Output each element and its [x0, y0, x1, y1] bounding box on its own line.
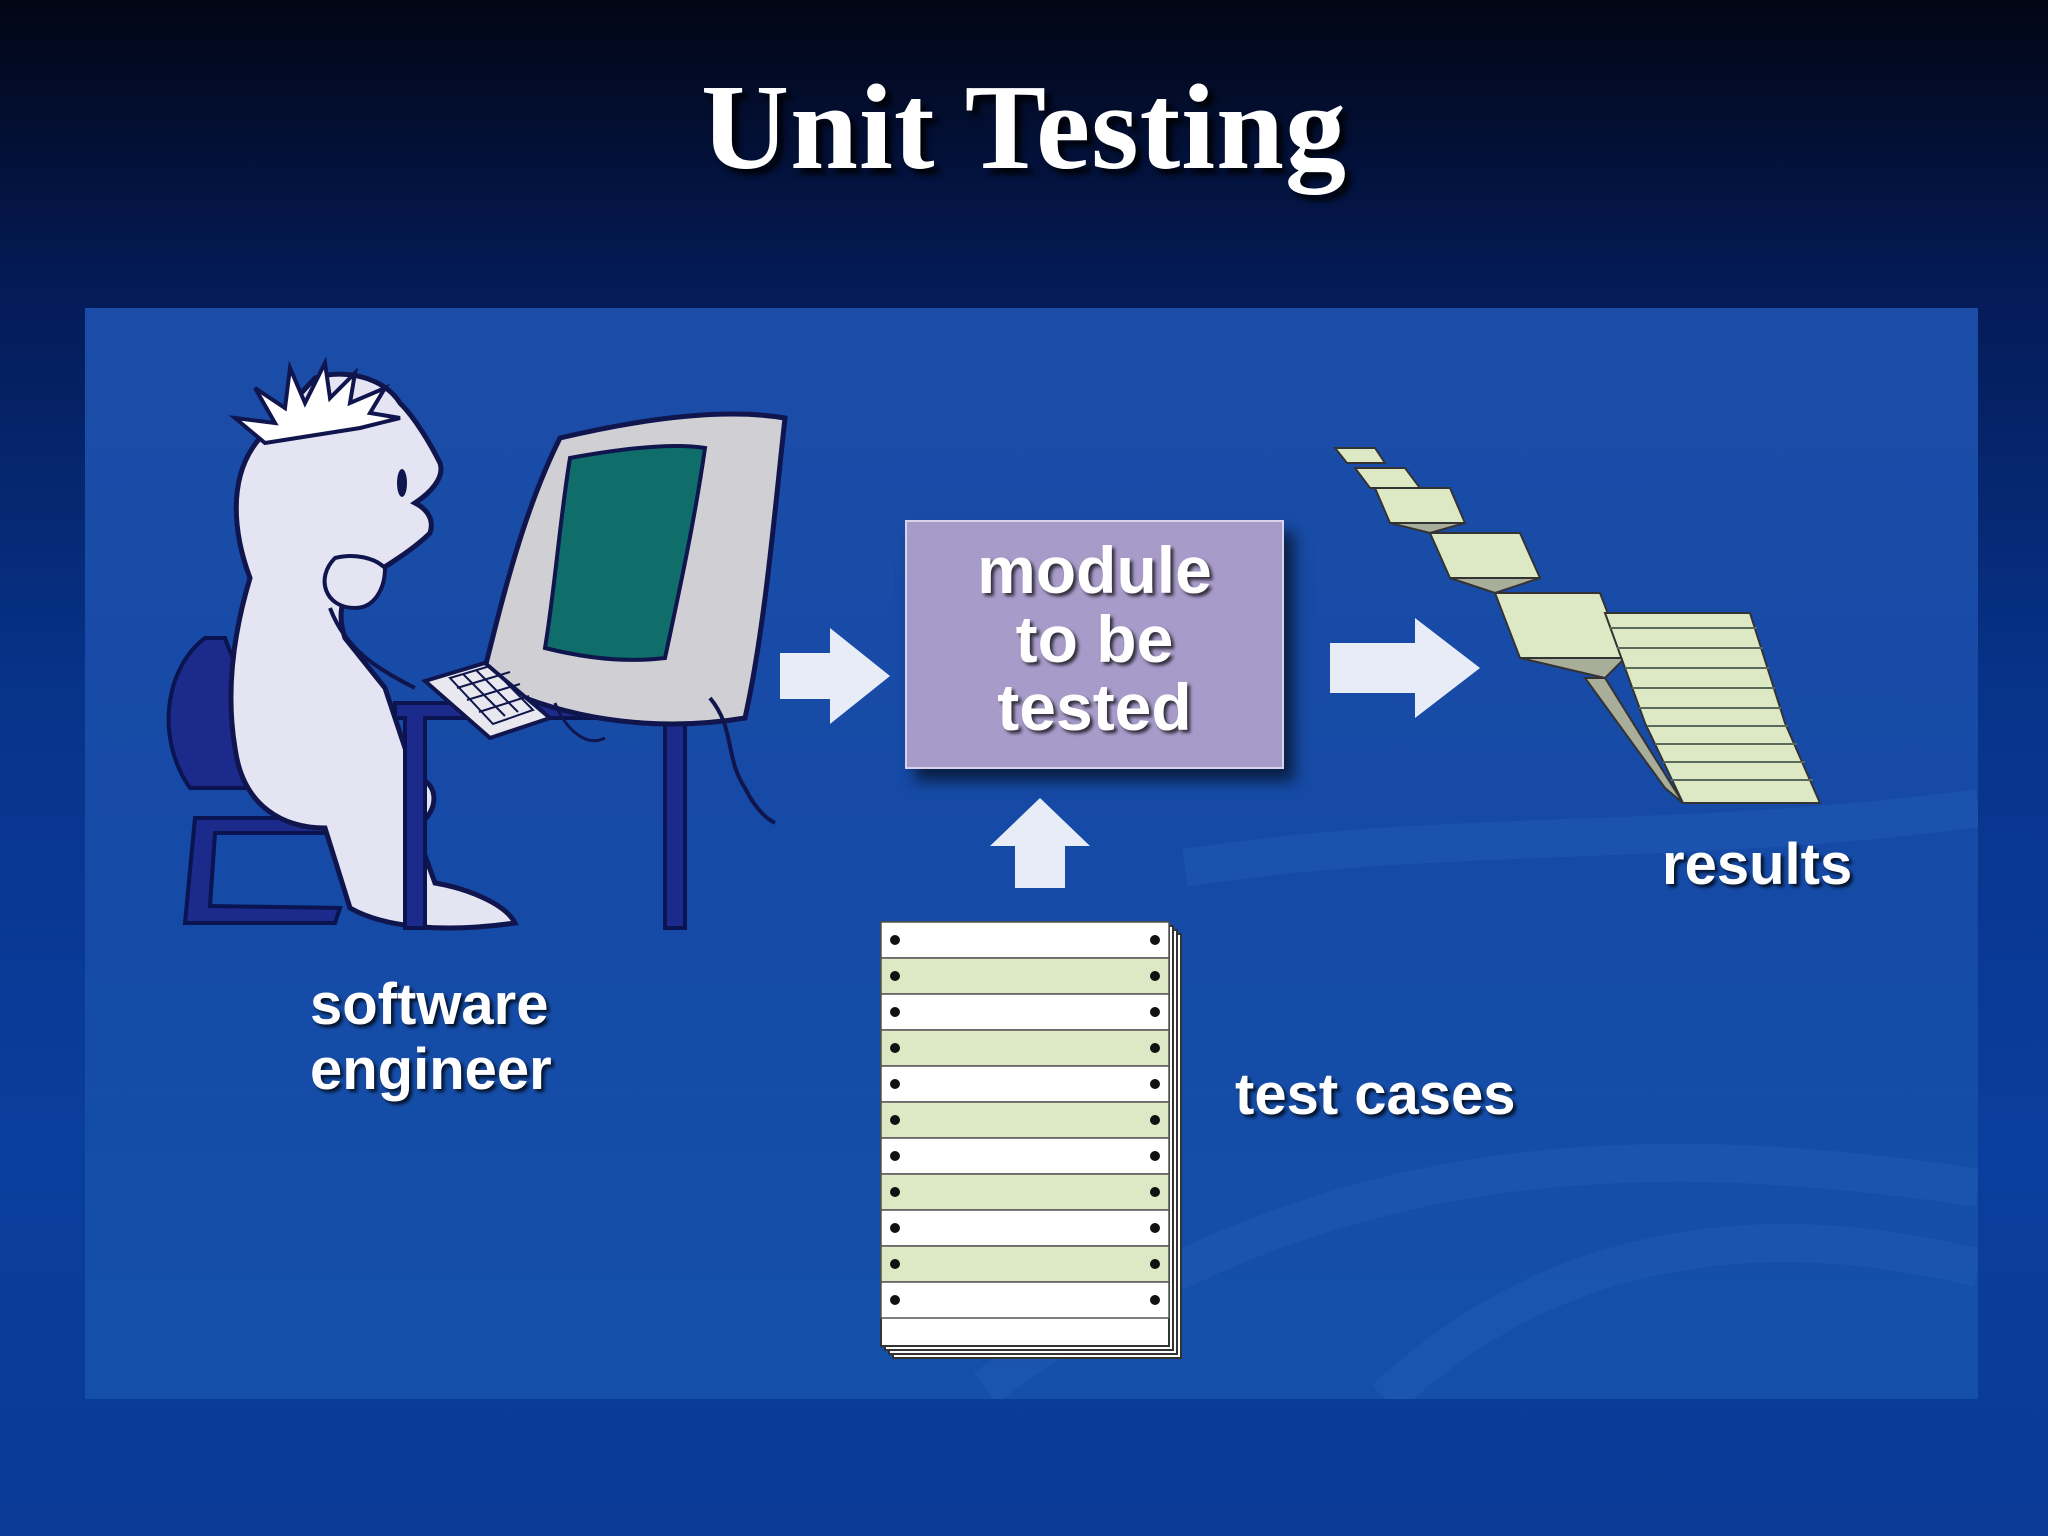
- engineer-hair: [228, 356, 401, 446]
- diagram-artwork: [166, 356, 1978, 1399]
- software-engineer-label: software engineer: [310, 972, 552, 1102]
- results-printout-icon: [1332, 447, 1822, 804]
- arrow-from-test-cases: [990, 798, 1090, 888]
- engineer-body: [228, 371, 519, 931]
- monitor-screen: [542, 444, 708, 662]
- slide-title: Unit Testing: [701, 60, 1347, 195]
- unit-testing-diagram: module to be tested software engineer re…: [85, 308, 1978, 1399]
- module-box: module to be tested: [905, 520, 1284, 769]
- keyboard-icon: [420, 660, 555, 741]
- test-cases-label: test cases: [1235, 1062, 1516, 1127]
- arrow-to-results: [1330, 618, 1480, 718]
- test-cases-stack-icon: [880, 921, 1182, 1359]
- results-label: results: [1662, 832, 1853, 897]
- module-label: module to be tested: [977, 533, 1212, 745]
- arrow-to-module: [780, 628, 890, 724]
- software-engineer-illustration: [166, 356, 788, 931]
